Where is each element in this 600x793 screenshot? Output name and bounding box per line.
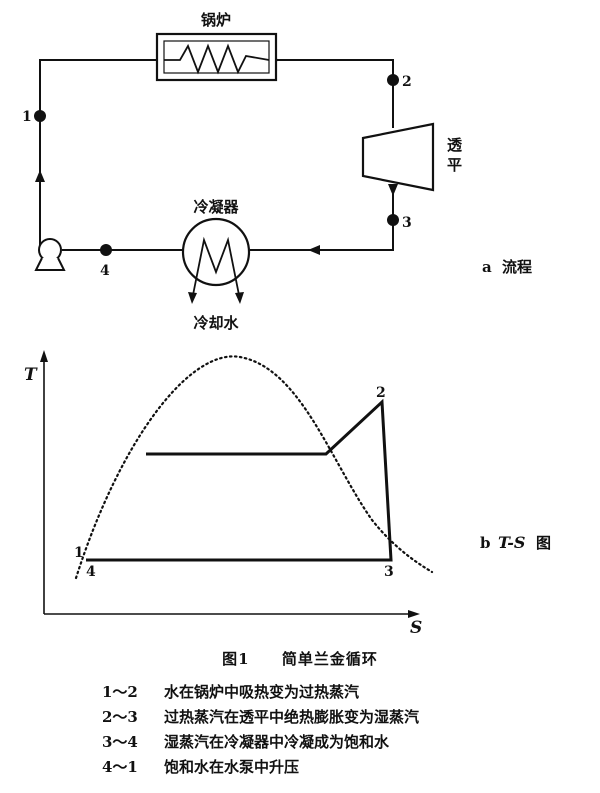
ts-x-axis-arrow <box>408 610 420 618</box>
pipe-left <box>39 59 157 250</box>
state-point-4-label: 4 <box>100 263 110 279</box>
state-point-3-marker <box>387 214 399 226</box>
cooling-water-label: 冷却水 <box>193 314 239 332</box>
state-point-3-label: 3 <box>402 215 412 231</box>
process-legend: 1～2 水在锅炉中吸热变为过热蒸汽 2～3 过热蒸汽在透平中绝热膨胀变为湿蒸汽 3～… <box>102 680 419 780</box>
legend-range: 2～3 <box>102 708 138 726</box>
panel-a-title: 流程 <box>502 258 532 276</box>
pipe-turbine-out <box>250 186 394 251</box>
panel-b-title: T-S <box>498 533 525 552</box>
legend-text: 饱和水在水泵中升压 <box>164 758 300 776</box>
legend-item: 2～3 过热蒸汽在透平中绝热膨胀变为湿蒸汽 <box>102 705 419 730</box>
turbine-label-char-2: 平 <box>447 156 462 174</box>
legend-text: 湿蒸汽在冷凝器中冷凝成为饱和水 <box>164 733 390 751</box>
turbine-label-char-1: 透 <box>447 136 463 154</box>
flow-arrow-left <box>308 245 320 255</box>
cooling-water-arrow-right <box>235 292 244 304</box>
panel-a-letter: a <box>482 258 492 276</box>
boiler-label: 锅炉 <box>201 11 231 29</box>
ts-diagram: T S 1 2 3 4 b T-S 图 <box>24 350 551 638</box>
legend-text: 过热蒸汽在透平中绝热膨胀变为湿蒸汽 <box>164 708 420 726</box>
ts-point-3-label: 3 <box>384 564 394 580</box>
legend-range: 4～1 <box>102 758 138 776</box>
ts-x-axis-label: S <box>410 618 422 638</box>
pipe-top-right <box>276 59 394 128</box>
boiler: 锅炉 <box>155 11 278 82</box>
figure-title: 简单兰金循环 <box>281 650 378 668</box>
ts-point-2-label: 2 <box>376 385 386 401</box>
condenser-label: 冷凝器 <box>193 198 239 216</box>
flow-arrow-up <box>35 170 45 182</box>
panel-b-letter: b <box>480 534 491 552</box>
legend-range: 3～4 <box>102 733 138 751</box>
condenser-coil-icon <box>191 236 241 301</box>
ts-point-4-label: 4 <box>86 564 96 580</box>
diagram-canvas: 锅炉 透 平 透平 冷凝器 冷却水 1 2 3 4 <box>22 11 551 638</box>
figure-caption: 图1 简单兰金循环 <box>0 648 600 669</box>
state-point-2-label: 2 <box>402 74 412 90</box>
legend-item: 3～4 湿蒸汽在冷凝器中冷凝成为饱和水 <box>102 730 419 755</box>
turbine: 透 平 透平 <box>361 122 463 192</box>
state-point-1-marker <box>34 110 46 122</box>
boiler-coil-icon <box>164 43 270 75</box>
panel-b-suffix: 图 <box>536 534 551 552</box>
ts-point-1-label: 1 <box>74 545 84 561</box>
cooling-water-arrow-left <box>188 292 197 304</box>
legend-item: 1～2 水在锅炉中吸热变为过热蒸汽 <box>102 680 419 705</box>
legend-text: 水在锅炉中吸热变为过热蒸汽 <box>164 683 360 701</box>
rankine-cycle-path <box>86 398 393 562</box>
flow-diagram: 锅炉 透 平 透平 冷凝器 冷却水 1 2 3 4 <box>22 11 532 332</box>
condenser: 冷凝器 冷却水 <box>181 198 251 332</box>
ts-y-axis-arrow <box>40 350 48 362</box>
legend-item: 4～1 饱和水在水泵中升压 <box>102 755 419 780</box>
state-point-4-marker <box>100 244 112 256</box>
flow-arrow-down <box>388 184 398 196</box>
state-point-2-marker <box>387 74 399 86</box>
state-point-1-label: 1 <box>22 109 32 125</box>
ts-y-axis-label: T <box>24 365 38 385</box>
pump-icon <box>34 238 66 271</box>
figure-number: 图1 <box>222 650 250 668</box>
saturation-dome <box>74 355 434 580</box>
legend-range: 1～2 <box>102 683 138 701</box>
